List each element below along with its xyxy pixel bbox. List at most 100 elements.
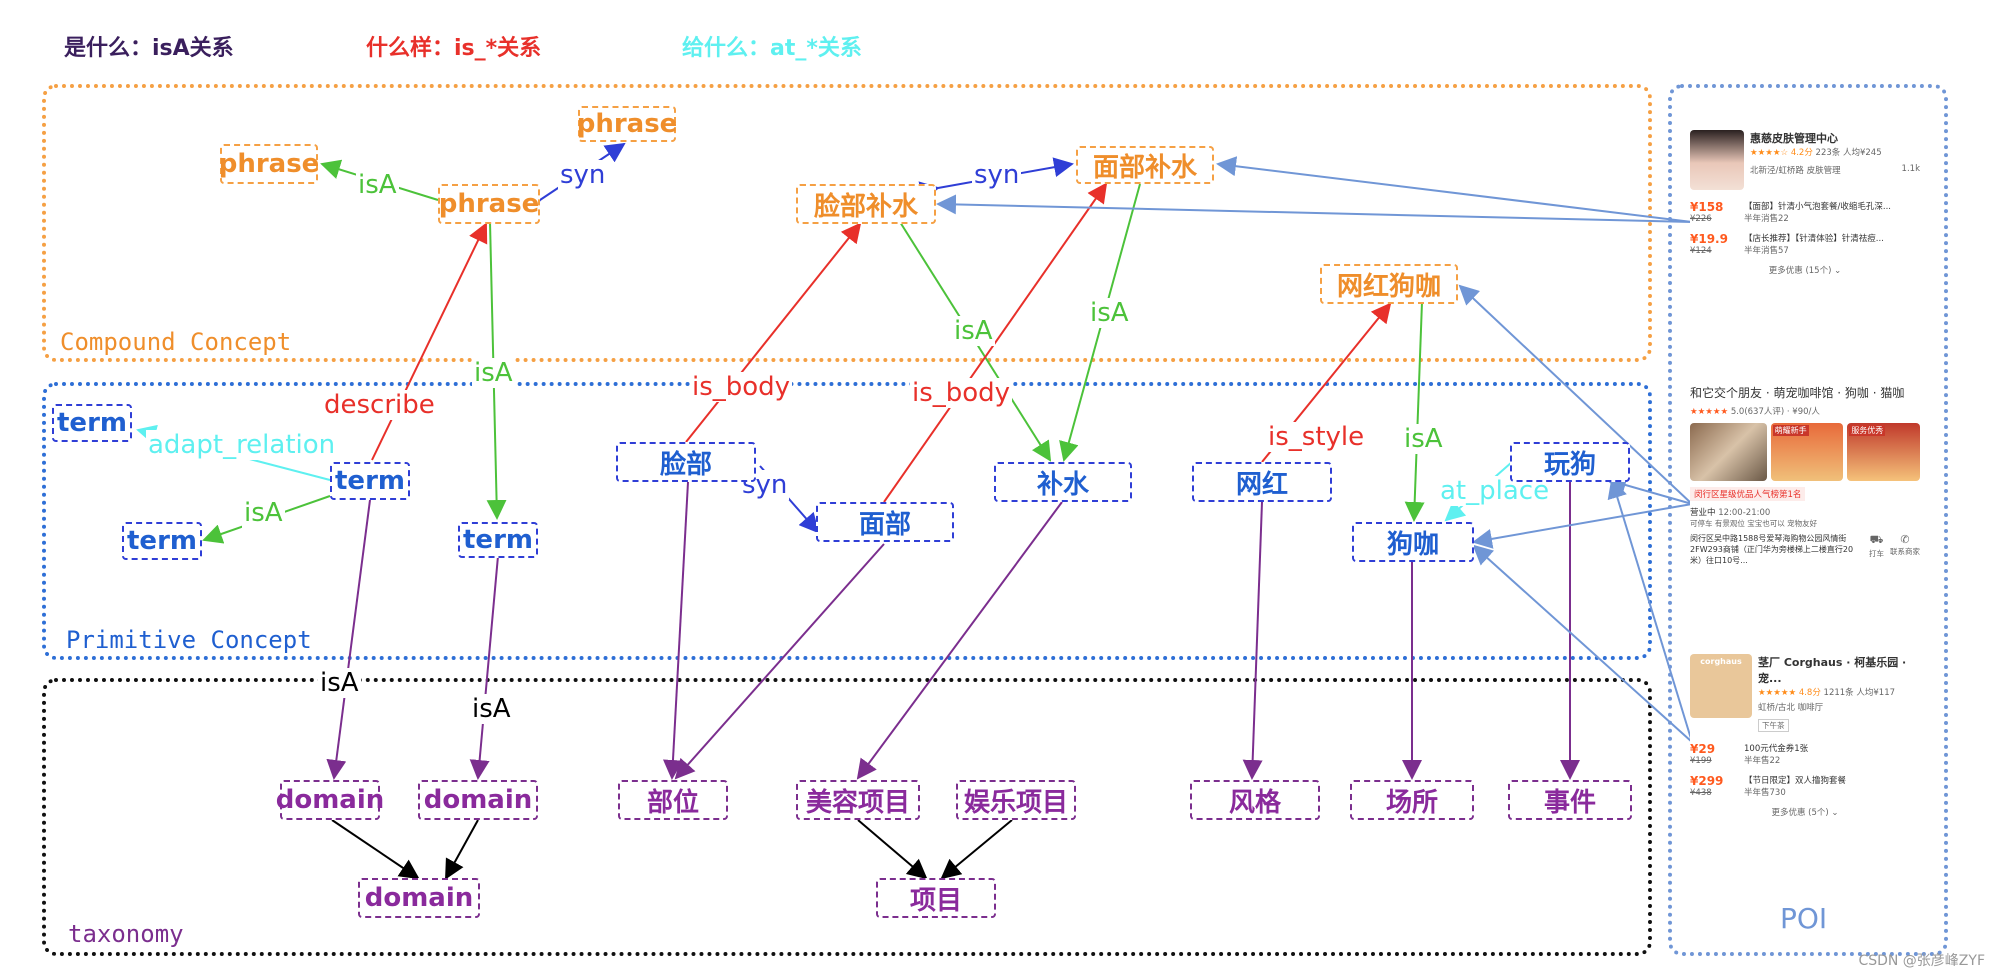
deal-orig-price: ¥226 <box>1690 214 1712 224</box>
edge-label-isa: isA <box>1402 424 1445 454</box>
edge-mianbu-buwei <box>674 543 885 780</box>
contact-label: 联系商家 <box>1890 547 1920 556</box>
edge-bushui-meirong <box>856 501 1063 780</box>
edge-label-is-style: is_style <box>1266 422 1367 452</box>
primitive-concept-group <box>42 382 1652 660</box>
edge-term-describe-phrase <box>371 222 488 461</box>
edge-label-isa: isA <box>952 316 995 346</box>
photo-badge: 服务优秀 <box>1849 425 1886 436</box>
edge-label-isa: isA <box>472 358 515 388</box>
deal-row[interactable]: ¥299 ¥438 【节日限定】双人撸狗套餐 半年售730 <box>1690 774 1920 798</box>
corghaus-logo: corghaus <box>1690 654 1752 718</box>
node-domain-3: domain <box>358 878 480 918</box>
edge-label-adapt-relation: adapt_relation <box>146 430 338 460</box>
chevron-down-icon: ⌄ <box>1834 266 1842 276</box>
deal-row[interactable]: ¥29 ¥199 100元代金券1张 半年售22 <box>1690 742 1920 766</box>
edge-wanghong-fengge <box>1242 501 1263 780</box>
taxonomy-group <box>42 678 1652 956</box>
poi-avg: 人均¥245 <box>1842 148 1882 158</box>
poi-reviews: 223条 <box>1815 148 1841 158</box>
edge-poi1-lianbu <box>936 194 1693 223</box>
poi-card-pet-cafe[interactable]: 和它交个朋友 · 萌宠咖啡馆 · 狗咖 · 猫咖 ★★★★★ 5.0(637人评… <box>1690 384 1920 616</box>
edge-meirong-xiangmu <box>857 819 928 880</box>
deal-sold: 半年消售57 <box>1744 246 1789 256</box>
poi-reviews: 1211条 <box>1823 688 1854 698</box>
dog-photo: 服务优秀 <box>1847 423 1920 481</box>
edge-term-isa-domain1 <box>326 499 371 780</box>
legend-at: 给什么：at_*关系 <box>682 36 862 61</box>
deal-title: 【店长推荐】【针清体验】针清祛痘... <box>1744 234 1884 244</box>
taxi-label: 打车 <box>1869 549 1884 558</box>
taxonomy-label: taxonomy <box>68 920 184 948</box>
legend-isa: 是什么：isA关系 <box>64 36 234 61</box>
deal-title: 【面部】针清小气泡套餐/收缩毛孔深... <box>1744 202 1891 212</box>
node-mianbu-bushui: 面部补水 <box>1076 146 1214 184</box>
edge-label-isa: isA <box>1088 298 1131 328</box>
deal-orig-price: ¥438 <box>1690 788 1712 798</box>
node-xiangmu: 项目 <box>876 878 996 918</box>
more-deals-link[interactable]: 更多优惠 (5个) ⌄ <box>1690 806 1920 818</box>
deal-row[interactable]: ¥158 ¥226 【面部】针清小气泡套餐/收缩毛孔深... 半年消售22 <box>1690 200 1920 224</box>
poi-card-skin[interactable]: 惠慈皮肤管理中心 ★★★★☆ 4.2分 223条 人均¥245 北新泾/虹桥路 … <box>1690 130 1920 320</box>
compound-concept-label: Compound Concept <box>60 328 292 356</box>
node-term-right: term <box>458 522 538 558</box>
node-wangou: 玩狗 <box>1510 442 1630 482</box>
legend-is: 什么样：is_*关系 <box>366 36 542 61</box>
node-changsuo: 场所 <box>1350 780 1474 820</box>
edge-domain2-domain3 <box>445 819 479 880</box>
deal-sold: 半年售730 <box>1744 788 1786 798</box>
edge-mianbu-isbody <box>883 182 1108 503</box>
star-rating-icon: ★★★★★ <box>1758 688 1797 698</box>
edge-label-isa: isA <box>470 694 513 724</box>
photo-strip[interactable]: 萌耀新手 服务优秀 <box>1690 423 1920 481</box>
poi-name: 惠慈皮肤管理中心 <box>1750 132 1838 145</box>
node-term-top-left: term <box>52 404 132 442</box>
node-term-bottom-left: term <box>122 522 202 560</box>
poi-rating: 4.8分 <box>1798 688 1821 698</box>
node-lianbu-bushui: 脸部补水 <box>796 184 936 224</box>
shop-thumbnail <box>1690 130 1744 190</box>
node-bushui: 补水 <box>994 462 1132 502</box>
edge-poi3-wangou <box>1607 478 1693 743</box>
poi-title: 和它交个朋友 · 萌宠咖啡馆 · 狗咖 · 猫咖 <box>1690 386 1905 400</box>
edge-poi1-mianbu <box>1216 156 1693 223</box>
taxi-button[interactable]: ⛟打车 <box>1869 533 1884 559</box>
node-mianbu: 面部 <box>816 502 954 542</box>
node-lianbu: 脸部 <box>616 442 756 482</box>
poi-group <box>1668 84 1948 956</box>
node-yule-xiangmu: 娱乐项目 <box>956 780 1076 820</box>
edge-label-is-body: is_body <box>910 378 1013 408</box>
category-chip[interactable]: 下午茶 <box>1758 719 1789 732</box>
node-term-center: term <box>330 462 410 500</box>
poi-name: 茎厂 Corghaus · 柯基乐园 · 宠... <box>1758 656 1907 685</box>
edge-label-syn: syn <box>558 160 608 190</box>
star-rating-icon: ★★★★★ <box>1690 407 1729 417</box>
node-gouka: 狗咖 <box>1352 522 1474 562</box>
watermark: CSDN @张彦峰ZYF <box>1858 953 1985 969</box>
node-wanghong: 网红 <box>1192 462 1332 502</box>
poi-avg: 人均¥117 <box>1856 688 1896 698</box>
poi-area: 北新泾/虹桥路 皮肤管理 <box>1750 166 1841 176</box>
chevron-down-icon: ⌄ <box>1831 808 1839 818</box>
deal-price: ¥29 <box>1690 742 1716 756</box>
edge-label-is-body: is_body <box>690 372 793 402</box>
poi-distance: 1.1k <box>1901 164 1920 174</box>
more-deals-link[interactable]: 更多优惠 (15个) ⌄ <box>1690 264 1920 276</box>
deal-sold: 半年售22 <box>1744 756 1781 766</box>
edge-label-syn: syn <box>972 160 1022 190</box>
primitive-concept-label: Primitive Concept <box>66 626 312 654</box>
contact-button[interactable]: ✆联系商家 <box>1890 533 1920 557</box>
edge-label-isa: isA <box>318 668 361 698</box>
node-phrase-left: phrase <box>219 144 319 184</box>
poi-area: 虹桥/古北 咖啡厅 <box>1758 703 1824 713</box>
rank-tag[interactable]: 闵行区星级优品人气榜第1名 <box>1690 487 1806 501</box>
deal-row[interactable]: ¥19.9 ¥124 【店长推荐】【针清体验】针清祛痘... 半年消售57 <box>1690 232 1920 256</box>
edge-yule-xiangmu <box>940 819 1013 880</box>
node-meirong-xiangmu: 美容项目 <box>796 780 920 820</box>
compound-concept-group <box>42 84 1652 362</box>
edge-domain1-domain3 <box>331 819 420 880</box>
node-fengge: 风格 <box>1190 780 1320 820</box>
poi-card-corghaus[interactable]: corghaus 茎厂 Corghaus · 柯基乐园 · 宠... ★★★★★… <box>1690 654 1920 844</box>
edge-poi2-wanghong <box>1458 284 1693 505</box>
dog-photo <box>1690 423 1767 481</box>
